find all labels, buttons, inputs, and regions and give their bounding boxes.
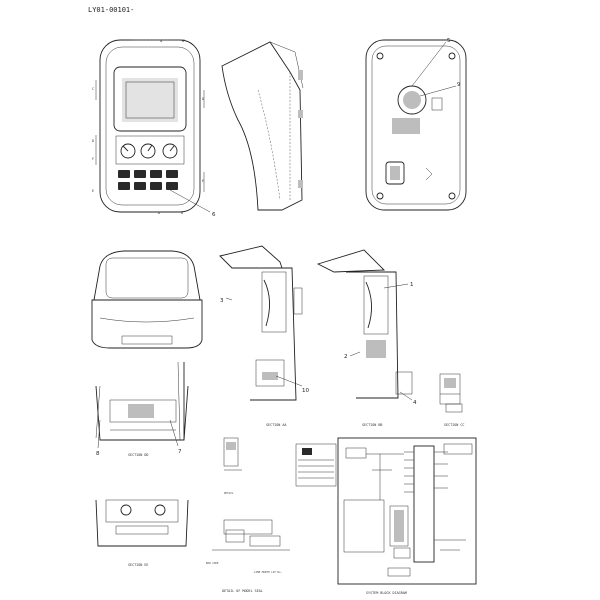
section-dd-label: SECTION DD	[128, 453, 148, 457]
front-view: A B A B C D D F E E 6	[92, 39, 216, 218]
drawing-reference: LY01-00101-	[88, 6, 134, 14]
callout-5: 5	[447, 38, 451, 44]
callout-8: 8	[96, 451, 100, 457]
callout-9: 9	[457, 82, 461, 88]
callout-10: 10	[302, 388, 309, 394]
callout-6: 6	[212, 212, 216, 218]
cut-mark-e-left: E	[92, 189, 94, 193]
cover-perspective	[91, 250, 203, 349]
section-aa-label: SECTION AA	[266, 423, 286, 427]
system-block-diagram: SYSTEM BLOCK DIAGRAM	[337, 437, 477, 595]
connector-icon	[385, 161, 405, 185]
seal-logo-icon	[302, 448, 312, 455]
cut-mark-c-left: C	[92, 87, 94, 91]
bar-code-caption: BAR CODE	[206, 561, 219, 565]
cut-mark-b-bottom: B	[181, 211, 183, 215]
callout-3: 3	[220, 298, 224, 304]
cut-mark-d-left: D	[92, 139, 94, 143]
callout-2: 2	[344, 354, 348, 360]
gauge-center-icon	[140, 143, 156, 159]
small-detail-caption: DETAIL	[224, 491, 234, 495]
cut-mark-e-right: E	[202, 179, 204, 183]
section-bb-label: SECTION BB	[362, 423, 382, 427]
callout-4: 4	[413, 400, 417, 406]
cut-mark-b-top: B	[182, 39, 184, 43]
block-diagram-caption: SYSTEM BLOCK DIAGRAM	[366, 591, 407, 595]
section-cc-label: SECTION CC	[444, 423, 464, 427]
line-month-caption: LINE MONTH LOT No.	[254, 570, 282, 574]
section-bb: 1 2 4 SECTION BB	[316, 249, 417, 427]
model-seal-caption: DETAIL OF MODEL SEAL	[222, 589, 263, 593]
rear-label-plate	[392, 118, 420, 134]
small-detail: DETAIL	[223, 437, 242, 495]
model-seal-detail: BAR CODE LINE MONTH LOT No. DETAIL OF MO…	[206, 443, 337, 593]
section-aa: 3 10 SECTION AA	[219, 245, 309, 427]
section-ee: SECTION EE	[95, 499, 189, 567]
rear-view: 5 9	[365, 38, 467, 211]
keypad	[118, 170, 178, 190]
gauge-left-icon	[120, 143, 136, 159]
gauge-right-icon	[162, 143, 178, 159]
callout-7: 7	[178, 449, 182, 455]
section-cc: SECTION CC	[439, 373, 464, 427]
section-dd: 8 7 SECTION DD	[95, 361, 189, 457]
cut-mark-f-left: F	[92, 157, 94, 161]
display-screen	[122, 78, 178, 122]
callout-1: 1	[410, 282, 414, 288]
cut-mark-a-top: A	[160, 39, 162, 43]
cut-mark-a-bottom: A	[158, 211, 160, 215]
cut-mark-d-right: D	[202, 97, 204, 101]
side-view	[221, 41, 304, 211]
section-ee-label: SECTION EE	[128, 563, 148, 567]
